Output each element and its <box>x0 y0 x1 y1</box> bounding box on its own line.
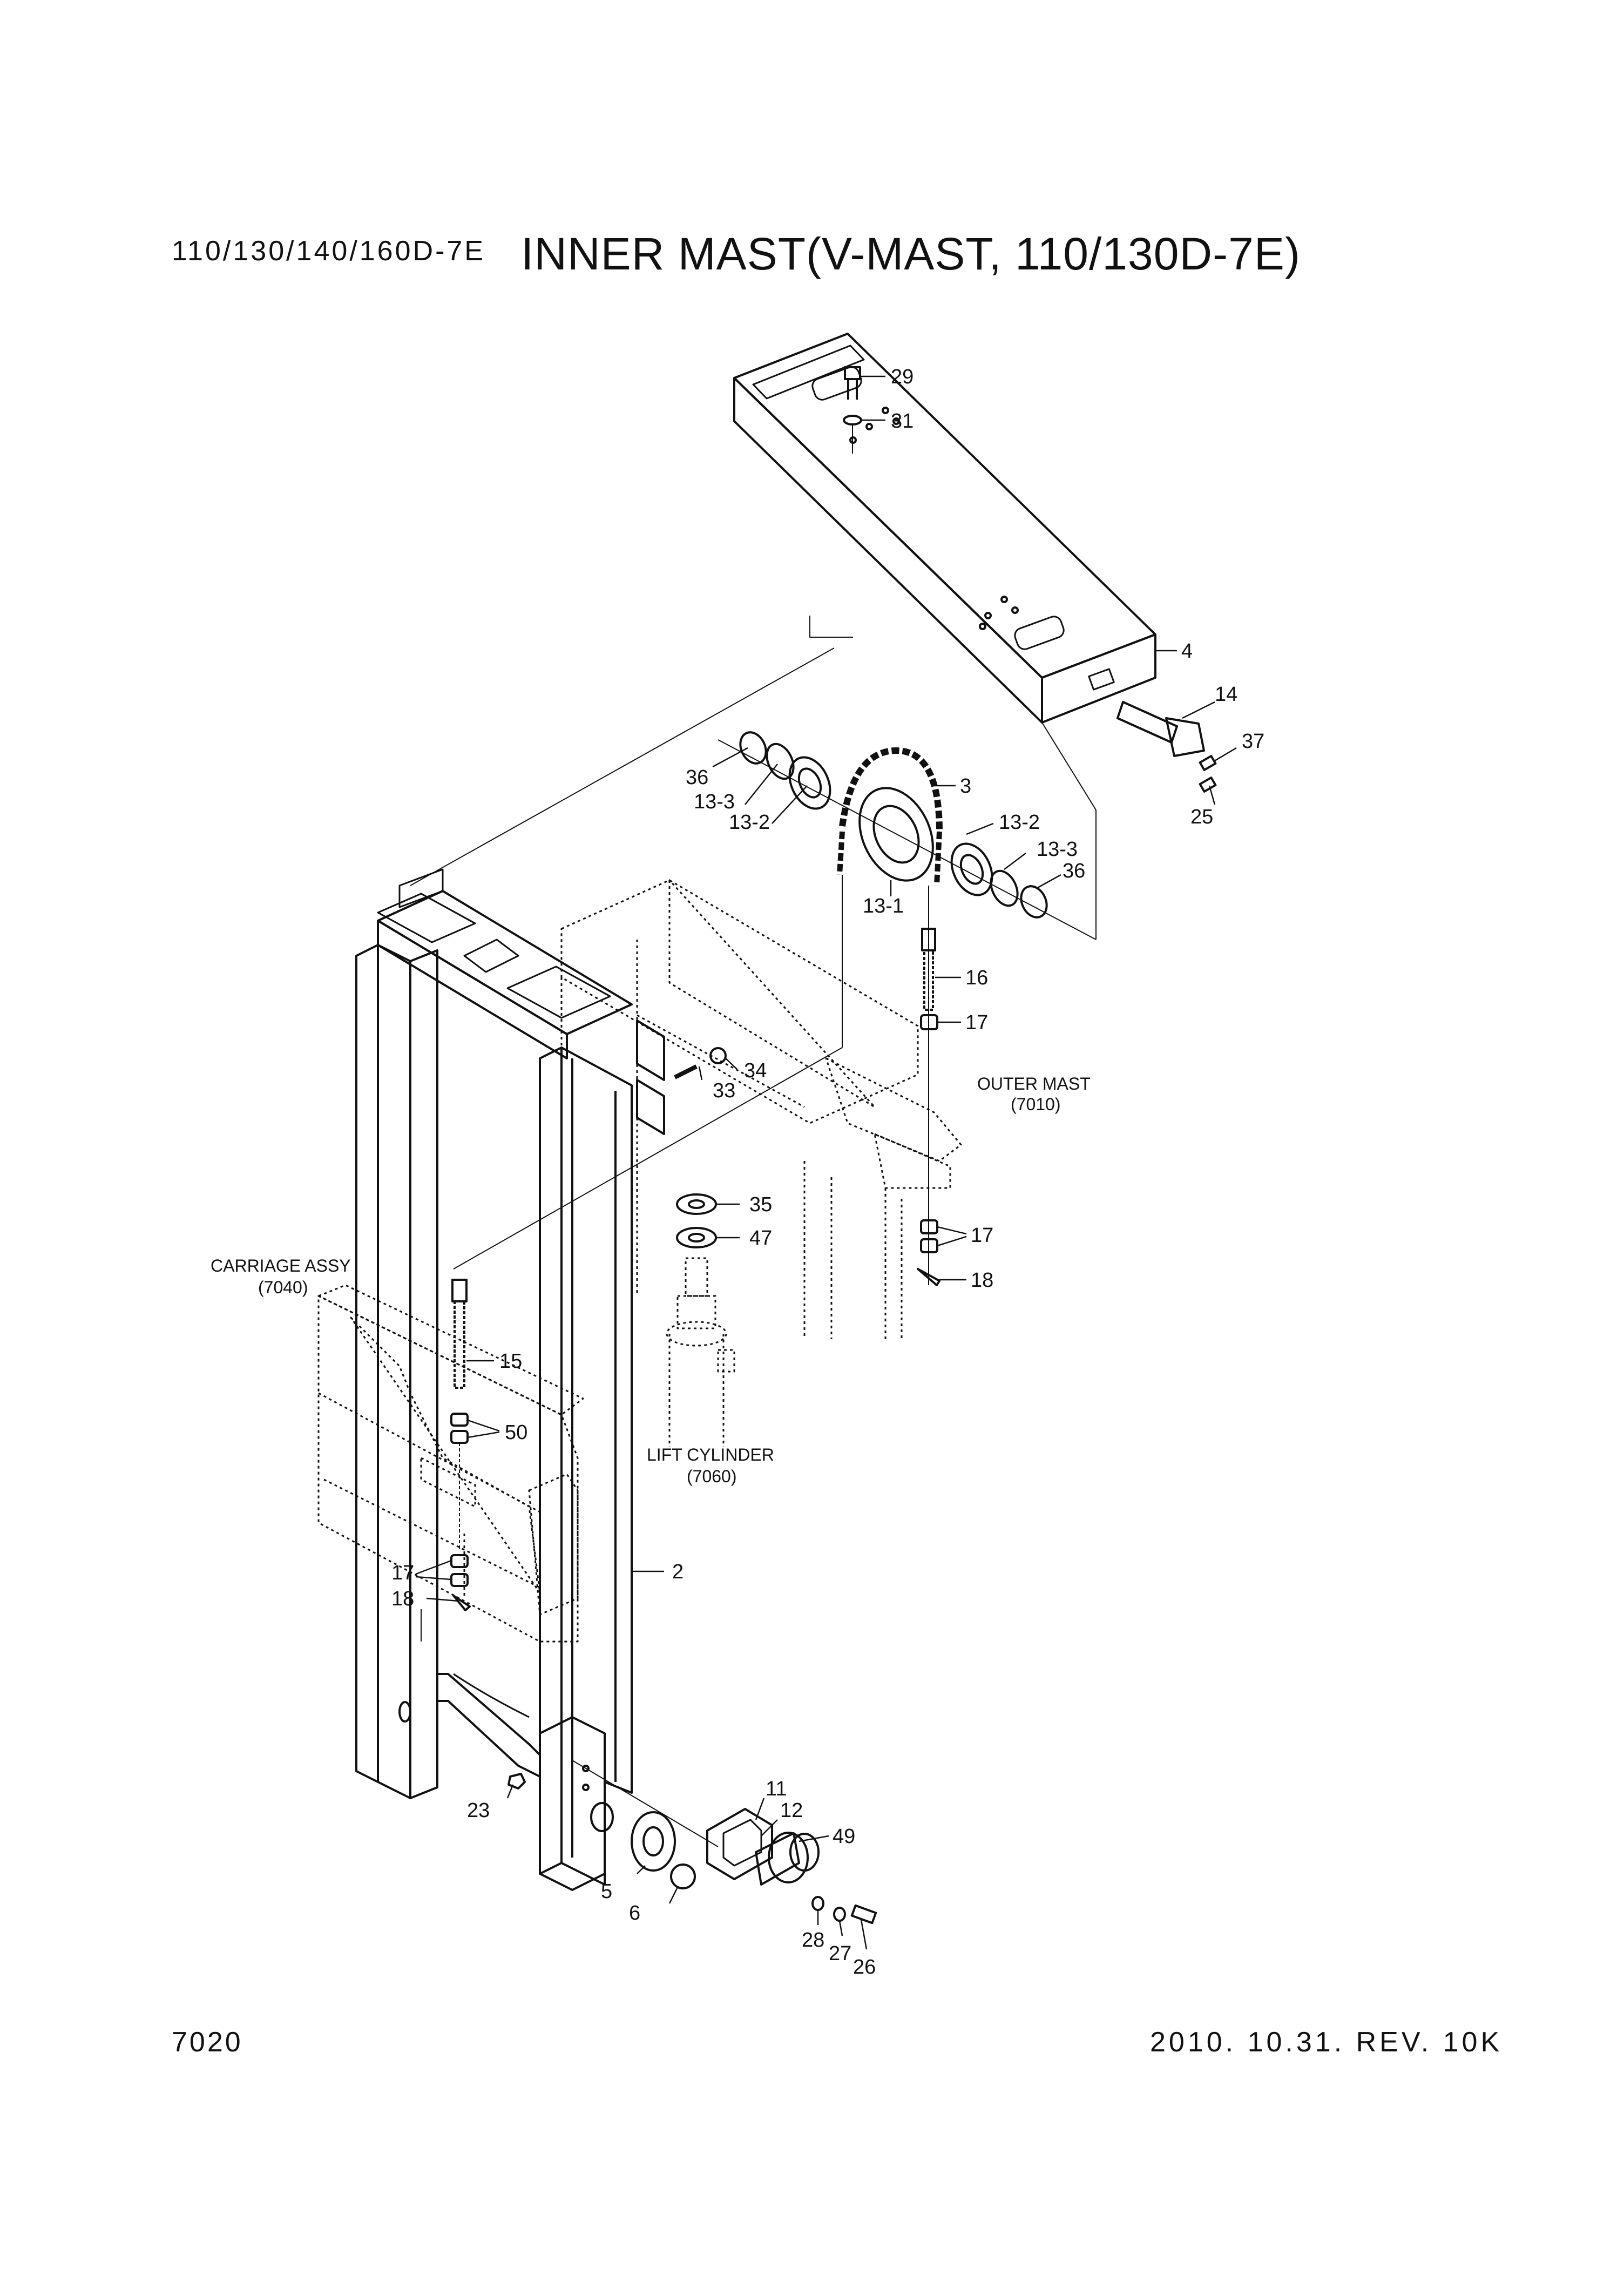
carriage-assy-label: CARRIAGE ASSY <box>211 1256 351 1275</box>
bolt-part-29 <box>844 366 861 400</box>
page-number: 7020 <box>172 2027 243 2058</box>
washer-part-27 <box>833 1907 846 1922</box>
callout-36-right: 36 <box>1063 860 1085 882</box>
spacer-part-36-left <box>739 731 767 765</box>
callout-25: 25 <box>1190 806 1213 828</box>
callout-27: 27 <box>829 1942 851 1965</box>
callout-13-2-right: 13-2 <box>999 811 1040 834</box>
callout-18-lower: 18 <box>391 1588 414 1610</box>
callout-15: 15 <box>499 1350 522 1373</box>
spacer-part-36-right <box>1020 885 1048 919</box>
callout-29: 29 <box>891 366 914 388</box>
washer-part-35 <box>676 1193 717 1215</box>
snap-ring-part-13-3-right <box>990 869 1019 907</box>
washer-part-31 <box>843 415 862 426</box>
bolt-part-37 <box>1199 755 1217 771</box>
callout-47: 47 <box>749 1227 772 1250</box>
washer-part-28 <box>811 1896 824 1911</box>
stopper-part-34 <box>709 1047 727 1064</box>
nut-part-50 <box>450 1413 469 1444</box>
callout-34: 34 <box>744 1059 767 1082</box>
callout-18-upper: 18 <box>971 1269 993 1292</box>
outer-mast-reference-outline <box>560 879 962 1339</box>
pin-part-14 <box>1116 701 1205 757</box>
model-number: 110/130/140/160D-7E <box>172 235 485 267</box>
callout-17-lower: 17 <box>391 1562 414 1584</box>
callout-26: 26 <box>853 1956 876 1979</box>
callout-2: 2 <box>672 1561 684 1583</box>
callout-33: 33 <box>713 1079 735 1102</box>
pin-part-33 <box>674 1064 698 1079</box>
nut-part-23 <box>508 1773 526 1790</box>
callout-13-3-left: 13-3 <box>694 791 735 813</box>
callout-36-left: 36 <box>686 766 708 789</box>
callout-49: 49 <box>833 1825 855 1848</box>
chain-sprocket-part-13-1 <box>837 747 943 886</box>
callout-3: 3 <box>960 775 971 798</box>
split-pin-part-18-lower <box>452 1595 471 1611</box>
callout-13-1: 13-1 <box>863 895 904 917</box>
callout-50: 50 <box>505 1421 527 1444</box>
callout-17-middle: 17 <box>971 1224 993 1247</box>
bolt-part-25 <box>1199 776 1217 793</box>
callout-17-upper: 17 <box>965 1011 988 1034</box>
callout-37: 37 <box>1242 730 1264 753</box>
page-title: INNER MAST(V-MAST, 110/130D-7E) <box>521 228 1301 279</box>
callout-35: 35 <box>749 1193 772 1216</box>
lift-cylinder-reference-outline <box>666 1257 735 1447</box>
callout-5: 5 <box>601 1880 612 1903</box>
inner-mast-frame-part-2 <box>355 868 665 1891</box>
split-pin-part-18-upper <box>917 1268 940 1286</box>
callout-6: 6 <box>629 1902 640 1925</box>
chain-anchor-bolt-part-15 <box>451 1279 468 1389</box>
callout-4: 4 <box>1181 640 1193 663</box>
callout-11: 11 <box>766 1778 787 1800</box>
outer-mast-label: OUTER MAST <box>977 1074 1091 1093</box>
carriage-assy-code: (7040) <box>258 1278 308 1297</box>
callout-12: 12 <box>780 1799 803 1822</box>
bearing-part-13-2-right <box>950 842 993 896</box>
callout-16: 16 <box>965 967 988 989</box>
lift-cylinder-code: (7060) <box>687 1467 737 1486</box>
callout-13-3-right: 13-3 <box>1037 838 1078 861</box>
callout-31: 31 <box>891 410 914 433</box>
outer-mast-code: (7010) <box>1011 1095 1061 1114</box>
bearing-part-13-2-left <box>788 756 831 810</box>
load-roller-part-5 <box>590 1802 676 1872</box>
callout-13-2-left: 13-2 <box>729 811 770 834</box>
top-crossmember-part-4 <box>733 333 1156 724</box>
plate-part-11 <box>706 1808 773 1880</box>
callout-14: 14 <box>1215 683 1237 706</box>
revision-date: 2010. 10.31. REV. 10K <box>1150 2027 1503 2058</box>
snap-ring-part-6 <box>670 1863 696 1889</box>
chain-anchor-bolt-part-16 <box>921 928 936 1011</box>
callout-28: 28 <box>802 1929 824 1952</box>
carriage-assy-reference-outline <box>317 1284 584 1643</box>
roller-part-49 <box>755 1832 820 1886</box>
callout-23: 23 <box>467 1799 490 1822</box>
shim-part-12 <box>722 1819 762 1867</box>
lift-cylinder-label: LIFT CYLINDER <box>647 1445 774 1464</box>
bolt-part-26 <box>850 1904 877 1925</box>
washer-part-47 <box>676 1227 717 1248</box>
